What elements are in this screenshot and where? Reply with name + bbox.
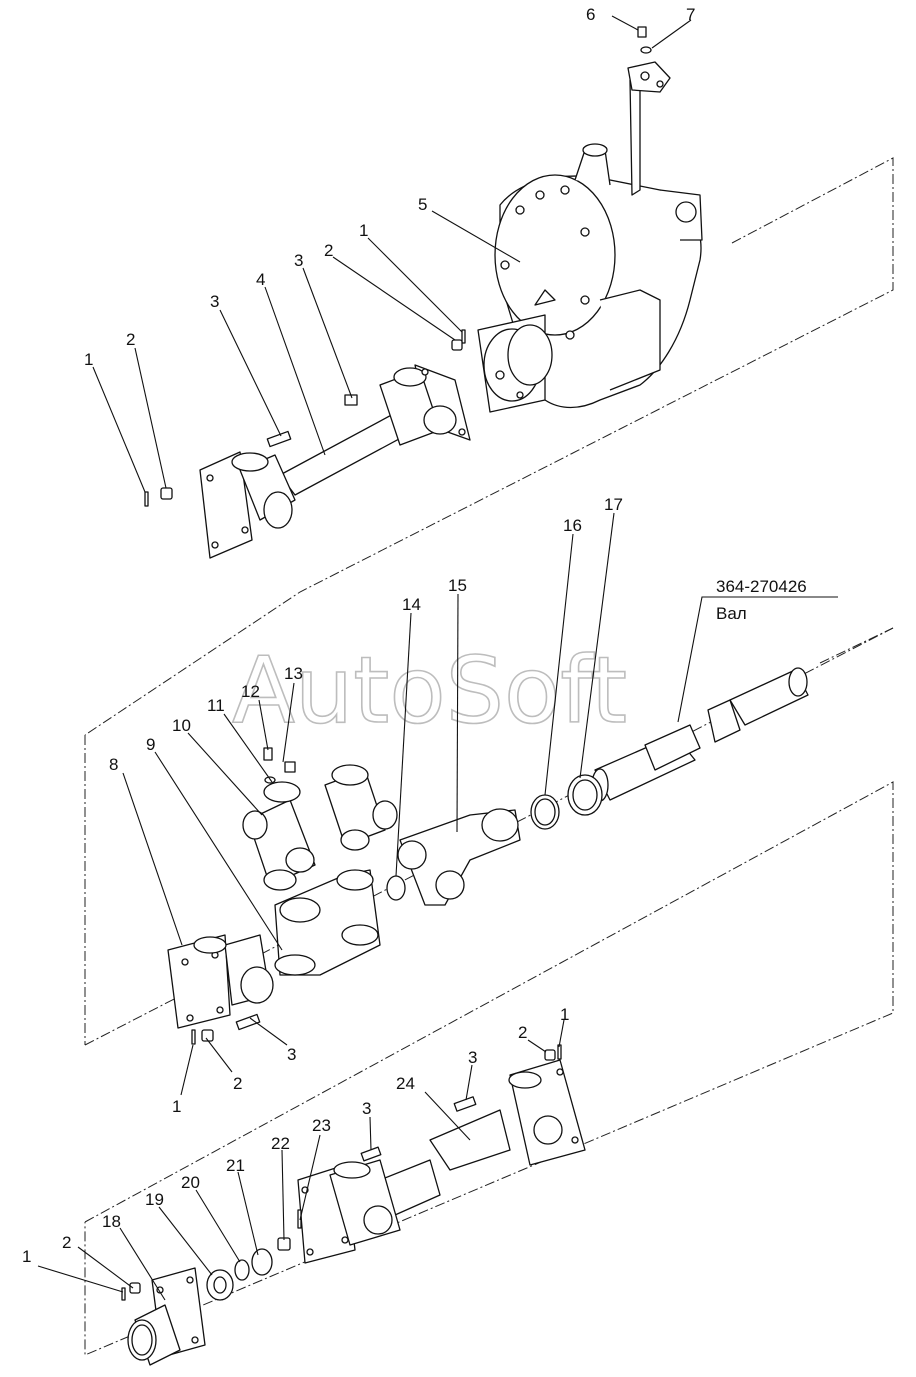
- ring-21: [251, 1248, 273, 1276]
- bottom-bolts: [360, 1044, 562, 1162]
- ring-16: [530, 794, 560, 830]
- cross-spider-left: [242, 781, 316, 891]
- cardan-shaft-24: [429, 1059, 586, 1171]
- callout-5: 5: [418, 195, 427, 214]
- callout-labels: 6 7 5 1 2 3 4 3 2 1 16 17 15 14 13 12 11…: [22, 5, 695, 1266]
- callout-19: 19: [145, 1190, 164, 1209]
- callout-14: 14: [402, 595, 421, 614]
- callout-10: 10: [172, 716, 191, 735]
- callout-23: 23: [312, 1116, 331, 1135]
- callout-2: 2: [518, 1023, 527, 1042]
- cardan-shaft-23: [297, 1159, 441, 1264]
- callout-12: 12: [241, 682, 260, 701]
- watermark: AutoSoft: [232, 637, 627, 744]
- bottom-left-pin-nut: [121, 1282, 141, 1301]
- flange-18: [127, 1267, 206, 1366]
- washer-7: [640, 46, 652, 54]
- top-bolts-3: [266, 394, 358, 448]
- middle-bolt-pin-nut: [191, 1013, 261, 1045]
- yoke-9: [274, 869, 381, 976]
- callout-2: 2: [233, 1074, 242, 1093]
- callout-2: 2: [324, 241, 333, 260]
- callout-6: 6: [586, 5, 595, 24]
- snap-ring-14: [386, 875, 406, 901]
- bottom-small-parts: [277, 1209, 302, 1251]
- part-name-label: Вал: [716, 604, 747, 623]
- callout-20: 20: [181, 1173, 200, 1192]
- callout-8: 8: [109, 755, 118, 774]
- yoke-15: [397, 808, 521, 906]
- callout-3: 3: [468, 1048, 477, 1067]
- callout-1: 1: [359, 221, 368, 240]
- callout-9: 9: [146, 735, 155, 754]
- callout-1: 1: [22, 1247, 31, 1266]
- callout-16: 16: [563, 516, 582, 535]
- top-pin-nut: [451, 329, 466, 351]
- cross-spider-right: [324, 764, 398, 851]
- callout-21: 21: [226, 1156, 245, 1175]
- callout-1: 1: [560, 1005, 569, 1024]
- cardan-shaft-4: [199, 364, 471, 559]
- flange-yoke-8: [167, 934, 274, 1029]
- sleeve-17: [567, 774, 603, 816]
- bolt-6: [637, 26, 647, 38]
- shaft-part-label: 364-270426 Вал: [716, 577, 807, 623]
- callout-3: 3: [210, 292, 219, 311]
- callout-4: 4: [256, 270, 265, 289]
- callout-1: 1: [172, 1097, 181, 1116]
- callout-1: 1: [84, 350, 93, 369]
- callout-13: 13: [284, 664, 303, 683]
- leader-lines: [37, 15, 838, 1301]
- callout-3: 3: [287, 1045, 296, 1064]
- gearbox-housing: [477, 61, 703, 413]
- callout-24: 24: [396, 1074, 415, 1093]
- top-left-pin-nut: [144, 487, 173, 507]
- callout-22: 22: [271, 1134, 290, 1153]
- shaft-364-270426: [591, 667, 809, 802]
- callout-15: 15: [448, 576, 467, 595]
- callout-3: 3: [362, 1099, 371, 1118]
- callout-18: 18: [102, 1212, 121, 1231]
- part-code-label: 364-270426: [716, 577, 807, 596]
- callout-2: 2: [62, 1233, 71, 1252]
- callout-7: 7: [686, 5, 695, 24]
- callout-3: 3: [294, 251, 303, 270]
- callout-17: 17: [604, 495, 623, 514]
- ring-20: [234, 1259, 250, 1281]
- washer-19: [206, 1269, 234, 1301]
- callout-11: 11: [207, 696, 225, 715]
- callout-2: 2: [126, 330, 135, 349]
